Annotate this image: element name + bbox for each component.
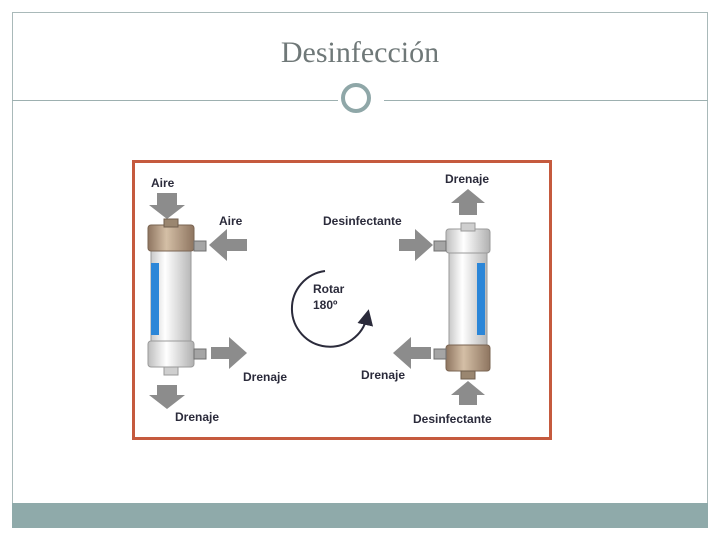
arrow-down-left-top bbox=[149, 193, 185, 219]
right-bottom-label: Desinfectante bbox=[413, 412, 492, 426]
arrow-left-into-port-top bbox=[209, 229, 247, 261]
left-blood-window bbox=[151, 263, 159, 335]
right-side-top-label: Desinfectante bbox=[323, 214, 402, 228]
left-dialyzer bbox=[147, 218, 207, 376]
arrow-left-out-port-bottom bbox=[393, 337, 431, 369]
left-side-top-label: Aire bbox=[219, 214, 243, 228]
footer-accent-bar bbox=[12, 503, 708, 528]
right-top-cap bbox=[445, 228, 491, 254]
right-blood-window bbox=[477, 263, 485, 335]
right-side-bottom-label: Drenaje bbox=[361, 368, 405, 382]
rotate-label-line1: Rotar bbox=[313, 282, 345, 296]
right-bottom-cap bbox=[445, 344, 491, 372]
divider-ring-icon bbox=[341, 83, 371, 113]
arrow-up-right-top bbox=[451, 189, 485, 215]
title-divider-left bbox=[12, 100, 338, 101]
diagram-canvas: Aire Aire Drenaje Drenaje Rotar 180º Dre… bbox=[147, 172, 492, 426]
rotate-label-line2: 180º bbox=[313, 298, 338, 312]
rotate-arrow-icon bbox=[290, 270, 374, 348]
arrow-right-into-port-top bbox=[399, 229, 433, 261]
arrow-down-left-bottom bbox=[149, 385, 185, 409]
rotate-indicator: Rotar 180º bbox=[290, 270, 374, 348]
arrow-right-out-port-bottom bbox=[211, 337, 247, 369]
right-bottom-port bbox=[433, 348, 447, 360]
left-top-port bbox=[193, 240, 207, 252]
arrow-up-right-bottom bbox=[451, 381, 485, 405]
left-top-cap bbox=[147, 224, 195, 252]
right-dialyzer bbox=[433, 222, 491, 380]
slide-title: Desinfección bbox=[280, 36, 440, 69]
right-top-label: Drenaje bbox=[445, 172, 489, 186]
left-top-label: Aire bbox=[151, 176, 175, 190]
left-side-bottom-label: Drenaje bbox=[243, 370, 287, 384]
right-top-port bbox=[433, 240, 447, 252]
dialyzer-diagram: Aire Aire Drenaje Drenaje Rotar 180º Dre… bbox=[132, 160, 552, 440]
title-divider-right bbox=[384, 100, 708, 101]
left-bottom-port bbox=[193, 348, 207, 360]
left-bottom-cap bbox=[147, 340, 195, 368]
left-bottom-label: Drenaje bbox=[175, 410, 219, 424]
